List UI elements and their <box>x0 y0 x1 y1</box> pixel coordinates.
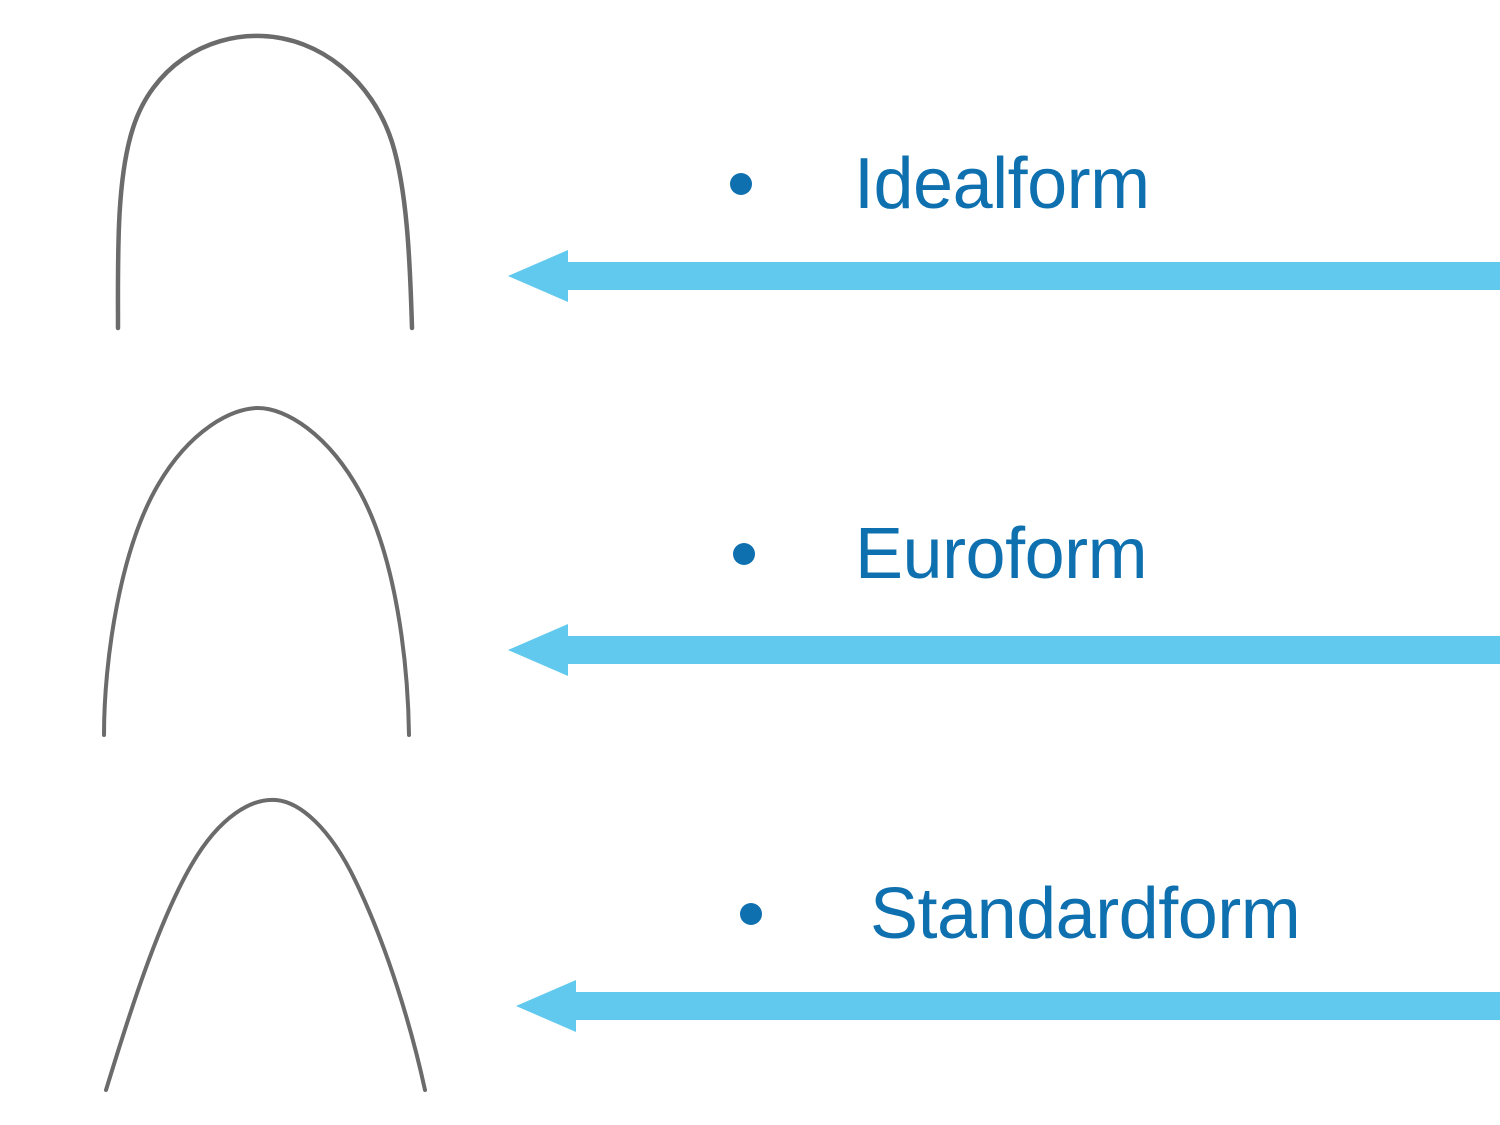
bullet-dot-icon <box>733 543 755 565</box>
left-arrow-icon <box>508 250 1500 302</box>
list-item-euroform: Euroform <box>733 514 1148 594</box>
arrow-euroform <box>508 622 1500 682</box>
list-item-label: Standardform <box>870 874 1301 954</box>
bullet-dot-icon <box>730 173 752 195</box>
arch-curve <box>104 797 427 1092</box>
list-item-label: Idealform <box>854 144 1150 224</box>
list-item-standardform: Standardform <box>740 874 1301 954</box>
arch-curve <box>115 33 415 331</box>
arch-standardform <box>0 780 500 1110</box>
bullet-dot-icon <box>740 903 762 925</box>
arch-idealform <box>0 10 500 340</box>
list-item-idealform: Idealform <box>730 148 1150 220</box>
arrow-idealform <box>508 248 1500 308</box>
arrow-standardform <box>516 978 1500 1038</box>
list-item-label: Euroform <box>855 514 1148 594</box>
arch-curve <box>102 405 411 737</box>
left-arrow-icon <box>508 624 1500 676</box>
arch-euroform <box>0 400 500 745</box>
left-arrow-icon <box>516 980 1500 1032</box>
